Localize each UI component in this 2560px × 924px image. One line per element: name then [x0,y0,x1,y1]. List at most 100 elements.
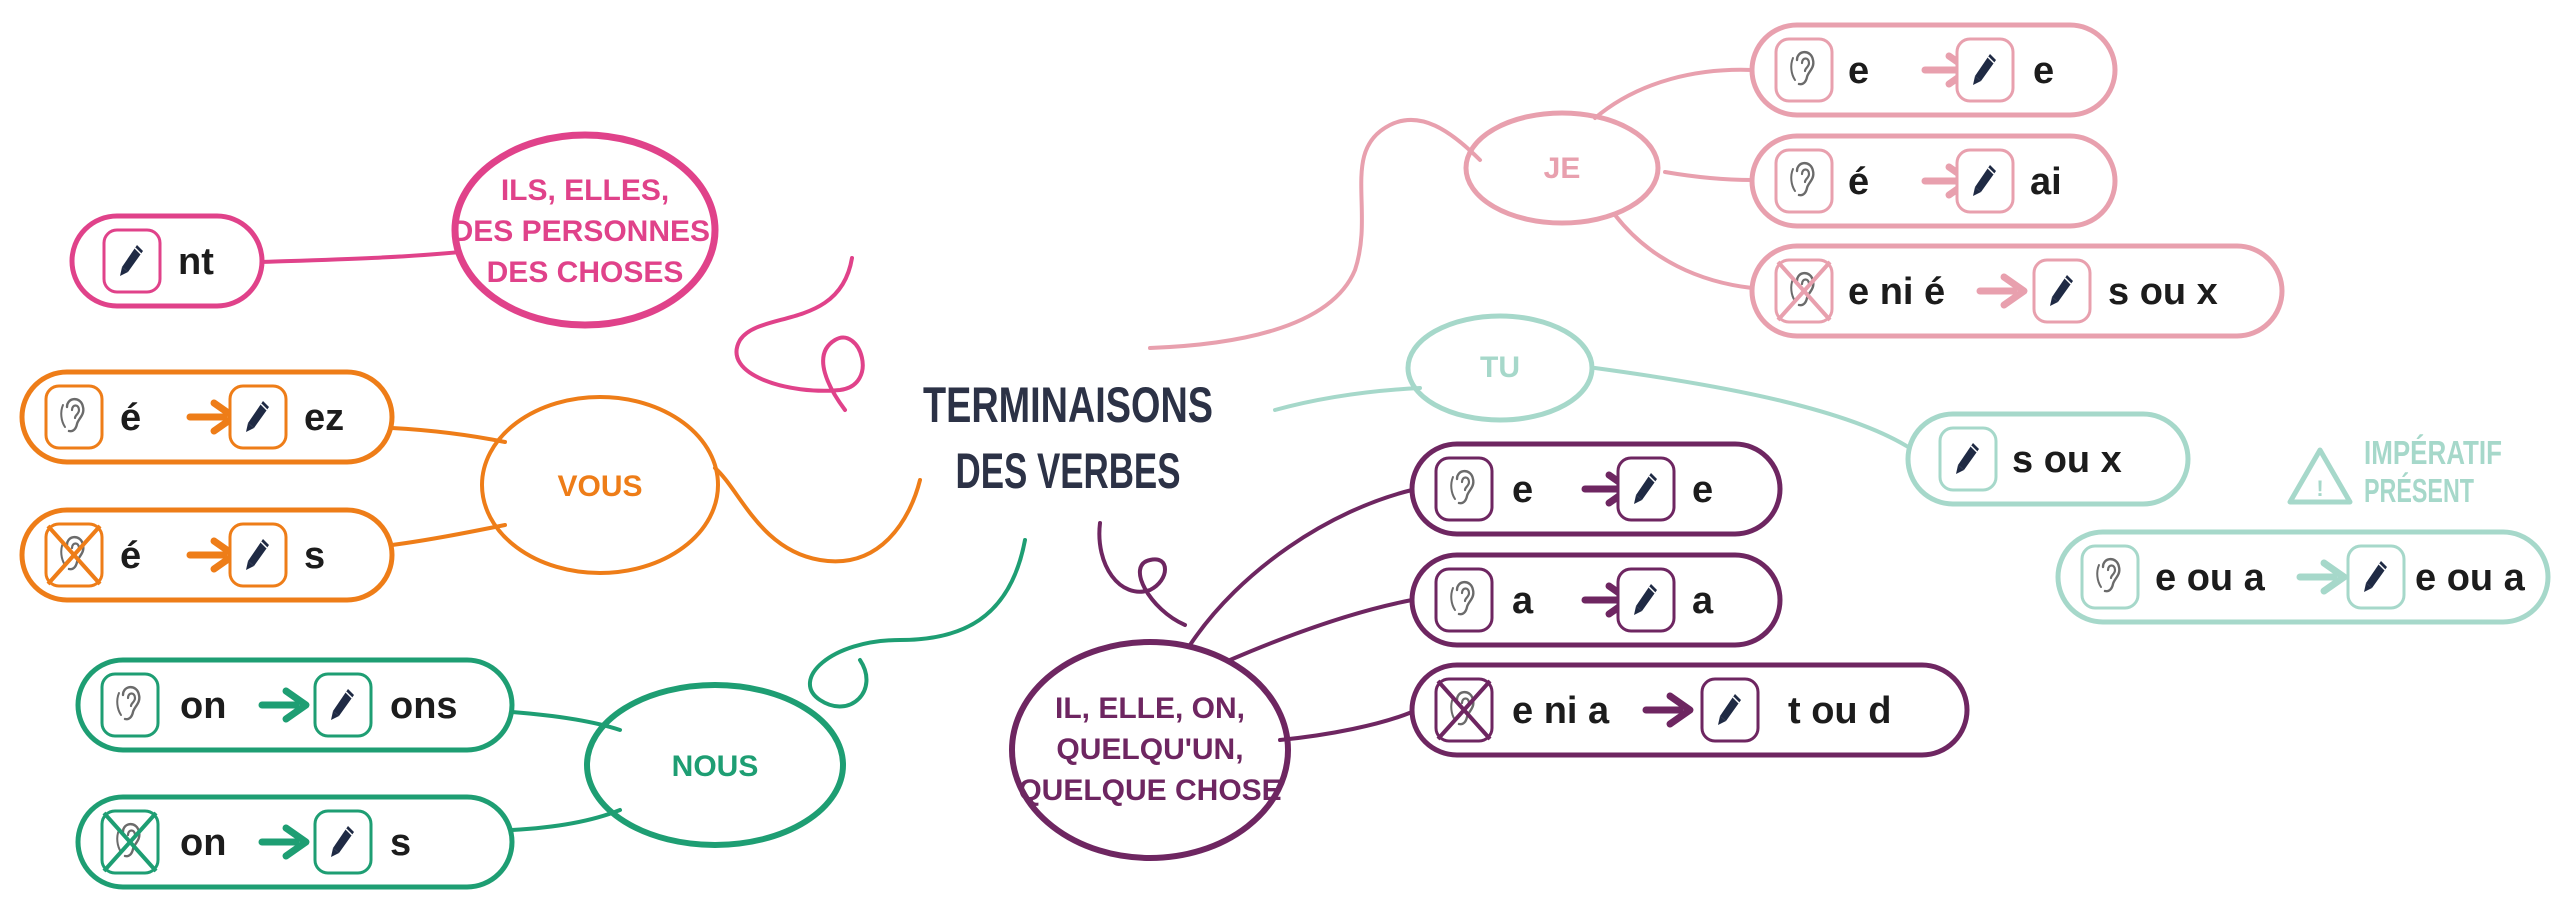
bubble-label-tu-1: TU [1480,351,1520,384]
bubble-nous-outline [584,682,846,848]
arrow-right-icon [1976,273,2028,309]
arrow-right-icon [258,824,310,860]
rule-pill-imperatif-1: e ou a e ou a [2055,529,2551,625]
connector-vous-rule-2 [390,523,507,547]
pen-icon [1938,426,1998,492]
bubble-label-ils-3: DES CHOSES [487,256,684,289]
spelling-text: ez [304,397,344,439]
connector-nous [807,538,1027,709]
sound-text: e ni a [1512,690,1610,732]
spelling-text: e [1692,469,1713,511]
connector-tu [1273,386,1422,412]
rule-pill-tu-1: s ou x [1905,411,2191,507]
arrow-right-icon [1642,692,1694,728]
crossed-ear-icon [44,522,104,588]
crossed-ear-icon [1774,258,1834,324]
bubble-je-outline [1463,110,1661,226]
rule-pill-il-3: e ni a t ou d [1409,662,1970,758]
crossed-ear-icon [100,809,160,875]
connector-je-rule-3 [1613,213,1754,290]
bubble-il-outline [1009,639,1291,861]
connector-je-rule-2 [1663,170,1754,182]
ear-icon [1774,148,1834,214]
bubble-tu-outline [1405,313,1595,423]
connector-nous-rule-1 [510,710,622,732]
bubble-label-il-1: IL, ELLE, ON, [1055,692,1245,725]
spelling-text: ai [2030,161,2062,203]
main-title-line-1: TERMINAISONS [923,377,1213,433]
imperatif-title-line-1: IMPÉRATIF [2364,434,2502,471]
bubble-ils-outline [451,131,719,329]
ear-icon [1774,37,1834,103]
warning-icon: ! [2287,447,2353,505]
arrow-right-icon [258,687,310,723]
imperatif-label: ! IMPÉRATIF PRÉSENT [2287,434,2502,509]
bubble-label-je-1: JE [1544,152,1581,185]
bubble-label-vous-1: VOUS [557,470,642,503]
pen-icon [102,228,162,294]
spelling-text: t ou d [1788,690,1891,732]
rule-pill-nous-2: on s [75,794,515,890]
sound-text: e ni é [1848,271,1945,313]
sound-text: e [1848,50,1869,92]
sound-text: é [1848,161,1869,203]
bubble-label-nous-1: NOUS [672,750,759,783]
arrow-right-icon [2296,559,2348,595]
main-title-line-2: DES VERBES [956,443,1181,499]
sound-text: on [180,822,226,864]
main-title: TERMINAISONS DES VERBES [923,377,1213,499]
spelling-text: s [304,535,325,577]
pen-icon [2346,544,2406,610]
pen-icon [313,672,373,738]
connector-il [1097,521,1187,627]
rule-pill-ils-1: nt [69,213,265,309]
svg-text:!: ! [2316,476,2323,501]
rule-pill-je-3: e ni é s ou x [1749,243,2285,339]
connector-ils-rule [260,250,462,264]
ear-icon [1434,456,1494,522]
connector-il-rule-2 [1228,598,1414,662]
spelling-text: a [1692,580,1714,622]
spelling-text: e [2033,50,2054,92]
sound-text: on [180,685,226,727]
rule-pill-nous-1: on ons [75,657,515,753]
spelling-text: s [390,822,411,864]
ear-icon [100,672,160,738]
pen-icon [2032,258,2092,324]
rule-pill-je-2: é ai [1749,133,2118,229]
sound-text: e [1512,469,1533,511]
crossed-ear-icon [1434,677,1494,743]
pen-icon [228,384,288,450]
bubble-label-ils-2: DES PERSONNES, [452,215,719,248]
connector-nous-rule-2 [510,808,622,832]
pen-icon [1955,37,2015,103]
sound-text: é [120,535,141,577]
pen-icon [1700,677,1760,743]
rule-pill-vous-1: é ez [19,369,395,465]
connector-je [1148,118,1482,350]
pen-icon [228,522,288,588]
connector-il-rule-3 [1278,710,1414,742]
spelling-text: e ou a [2415,557,2526,599]
pen-icon [1616,456,1676,522]
connector-ils [734,256,865,412]
pen-icon [1616,567,1676,633]
connector-il-rule-1 [1188,488,1414,647]
bubble-label-il-2: QUELQU'UN, [1056,733,1243,766]
connector-je-rule-1 [1593,67,1754,120]
sound-text: e ou a [2155,557,2266,599]
pen-icon [1955,148,2015,214]
spelling-text: s ou x [2012,439,2122,481]
connector-vous-rule-1 [390,426,507,444]
connector-vous [713,466,922,564]
spelling-text: ons [390,685,458,727]
sound-text: a [1512,580,1534,622]
spelling-text: nt [178,241,214,283]
spelling-text: s ou x [2108,271,2218,313]
sound-text: é [120,397,141,439]
ear-icon [2080,544,2140,610]
